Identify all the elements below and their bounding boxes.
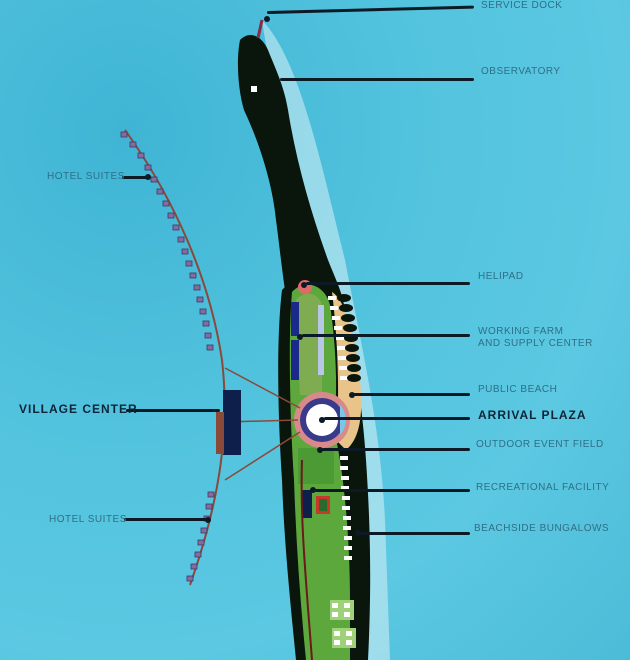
farm-building — [318, 305, 324, 375]
leader-outdoor-event-field — [322, 448, 470, 451]
palm-trees-north — [337, 294, 361, 382]
label-village-center: VILLAGE CENTER — [19, 402, 138, 416]
leader-hotel-suites-south — [124, 518, 208, 521]
farm-building — [291, 302, 299, 336]
palm-trees-south — [350, 454, 366, 562]
label-recreational-facility: RECREATIONAL FACILITY — [476, 482, 610, 493]
leader-beachside-bungalows — [360, 532, 470, 535]
leader-public-beach — [352, 393, 470, 396]
label-outdoor-event-field: OUTDOOR EVENT FIELD — [476, 439, 604, 450]
label-hotel-suites-south: HOTEL SUITES — [49, 514, 127, 525]
farm-building — [291, 340, 299, 380]
leader-dots — [145, 16, 361, 536]
label-hotel-suites-north: HOTEL SUITES — [47, 171, 125, 182]
plaza-pool — [340, 405, 346, 435]
villa-clusters — [330, 600, 356, 648]
leader-hotel-suites-north — [122, 176, 148, 179]
recreation-building — [302, 490, 312, 518]
village-center-building — [223, 390, 241, 455]
forest-area — [237, 35, 346, 321]
label-observatory: OBSERVATORY — [481, 66, 561, 77]
label-working-farm-line2: AND SUPPLY CENTER — [478, 338, 593, 349]
label-helipad: HELIPAD — [478, 271, 524, 282]
island-path — [300, 459, 313, 660]
label-arrival-plaza: ARRIVAL PLAZA — [478, 408, 587, 422]
event-field — [298, 448, 334, 484]
leader-arrival-plaza — [324, 417, 470, 420]
label-service-dock: SERVICE DOCK — [481, 0, 563, 11]
farm-fields — [296, 293, 322, 395]
village-pier — [216, 412, 224, 454]
leader-recreational-facility — [315, 489, 470, 492]
label-public-beach: PUBLIC BEACH — [478, 384, 558, 395]
leader-observatory — [280, 78, 474, 81]
leader-helipad — [306, 282, 470, 285]
leader-village-center — [126, 409, 220, 412]
leader-working-farm — [302, 334, 470, 337]
bungalows-south — [340, 456, 352, 560]
bungalows-north — [328, 296, 348, 380]
label-working-farm-line1: WORKING FARM — [478, 326, 564, 337]
label-beachside-bungalows: BEACHSIDE BUNGALOWS — [474, 523, 610, 534]
observatory-building — [251, 86, 257, 92]
service-dock-pier — [256, 19, 264, 39]
